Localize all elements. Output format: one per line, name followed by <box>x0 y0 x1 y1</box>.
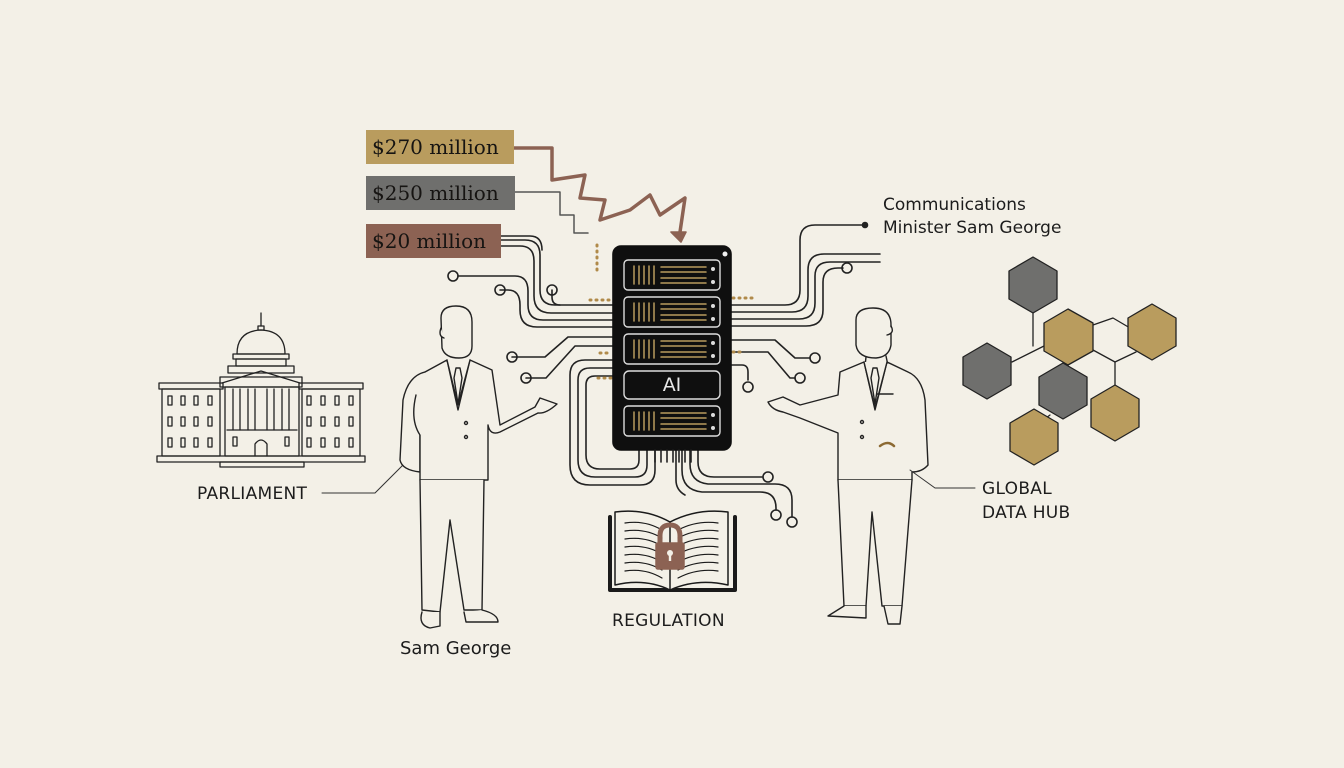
trend-arrow-line <box>510 146 687 234</box>
circuit-lines-right <box>729 221 881 393</box>
circuit-lines-left <box>447 239 656 486</box>
parliament-leader-line <box>321 459 409 494</box>
person-right-figure <box>767 307 929 625</box>
server-rack <box>612 245 732 463</box>
minister-label-line2: Minister Sam George <box>883 218 1062 238</box>
server-ai-label: AI <box>662 374 682 396</box>
minister-label-line1: Communications <box>883 195 1026 215</box>
funding-label-250m: $250 million <box>366 176 515 210</box>
data-hub-line1: GLOBAL <box>982 479 1052 499</box>
regulation-book-icon <box>608 510 737 592</box>
hexagon-network-icon <box>962 256 1177 466</box>
parliament-building-icon <box>156 312 366 468</box>
circuit-lines-bottom <box>675 449 798 528</box>
funding-label-270m: $270 million <box>366 130 514 164</box>
connector-20m <box>499 235 543 251</box>
gray-step-line <box>514 191 589 234</box>
minister-label: Communications Minister Sam George <box>883 194 1061 240</box>
regulation-label: REGULATION <box>612 611 725 631</box>
data-hub-line2: DATA HUB <box>982 503 1071 523</box>
data-hub-leader-line <box>909 469 976 489</box>
person-left-label: Sam George <box>400 638 512 659</box>
parliament-label: PARLIAMENT <box>197 484 308 504</box>
funding-label-20m: $20 million <box>366 224 501 258</box>
global-data-hub-label: GLOBAL DATA HUB <box>982 477 1071 525</box>
person-left-figure <box>399 305 558 629</box>
trend-arrow-head <box>670 231 687 243</box>
